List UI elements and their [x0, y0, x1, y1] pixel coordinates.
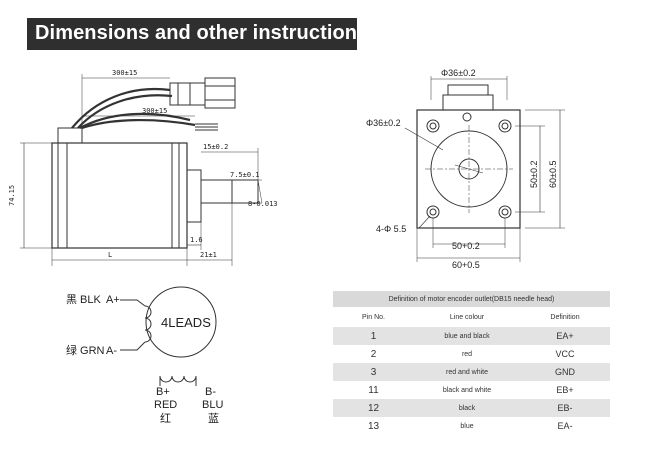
table-row: 3 red and white GND [333, 363, 610, 381]
pin-cell: 11 [368, 384, 379, 396]
red-label: RED [154, 399, 177, 411]
colour-cell: black and white [442, 386, 492, 394]
tail-label: 21±1 [200, 251, 217, 259]
table-row: 12 black EB- [333, 399, 610, 417]
blu-cn-label: 蓝 [208, 412, 219, 425]
shaft-length-label: 15±0.2 [203, 143, 228, 151]
pin-cell: 1 [370, 330, 377, 342]
b-minus-label: B- [205, 386, 216, 398]
front-view-drawing [404, 76, 565, 262]
colour-cell: blue and black [444, 332, 490, 340]
key-label: 7.5±0.1 [230, 171, 260, 179]
circle-label: 4LEADS [161, 315, 211, 330]
side-view-drawing [20, 74, 263, 266]
header-colour: Line colour [449, 313, 485, 321]
height-label: 74.15 [8, 185, 16, 206]
definition-cell: EB- [557, 403, 573, 413]
table-row: 1 blue and black EA+ [333, 327, 610, 345]
flange-label: 1.6 [190, 236, 203, 244]
vertical-inner-label: 50±0.2 [529, 161, 539, 188]
shaft-diameter-label: 8-0.013 [248, 200, 278, 208]
table-row: 11 black and white EB+ [333, 381, 610, 399]
left-diameter-label: Φ36±0.2 [366, 118, 401, 128]
encoder-table: Definition of motor encoder outlet(DB15 … [333, 291, 610, 435]
bottom-outer-label: 60+0.5 [452, 260, 480, 270]
colour-cell: black [458, 404, 476, 412]
cable-length-1-label: 300±15 [112, 69, 137, 77]
header-pin: Pin No. [362, 313, 385, 321]
a-minus-label: A- [106, 345, 117, 357]
pin-cell: 2 [370, 348, 377, 360]
table-row: 2 red VCC [333, 345, 610, 363]
vertical-outer-label: 60±0.5 [548, 161, 558, 188]
pin-cell: 12 [367, 402, 380, 414]
length-label: L [108, 251, 112, 259]
red-cn-label: 红 [160, 412, 171, 425]
definition-cell: GND [555, 367, 575, 377]
definition-cell: EA+ [556, 331, 574, 341]
green-wire-label: 绿 GRN [66, 343, 105, 357]
b-plus-label: B+ [156, 386, 170, 398]
definition-cell: VCC [555, 349, 575, 359]
colour-cell: red [461, 350, 473, 358]
bottom-inner-label: 50+0.2 [452, 241, 480, 251]
a-plus-label: A+ [106, 294, 120, 306]
cable-length-2-label: 300±15 [142, 107, 167, 115]
wiring-diagram [120, 286, 217, 386]
table-header-row: Pin No. Line colour Definition [333, 307, 610, 327]
page-title: Dimensions and other instructions [35, 22, 369, 44]
colour-cell: blue [460, 422, 474, 430]
header-definition: Definition [550, 313, 580, 321]
holes-label: 4-Φ 5.5 [376, 224, 406, 234]
header-bar: Dimensions and other instructions [27, 18, 368, 50]
pin-cell: 13 [367, 420, 380, 432]
black-wire-label: 黑 BLK [66, 293, 102, 306]
definition-cell: EB+ [556, 385, 574, 395]
definition-cell: EA- [557, 421, 573, 431]
pin-cell: 3 [370, 366, 377, 378]
top-diameter-label: Φ36±0.2 [441, 68, 476, 78]
table-title: Definition of motor encoder outlet(DB15 … [333, 291, 610, 307]
colour-cell: red and white [445, 368, 489, 376]
blu-label: BLU [202, 399, 223, 411]
table-row: 13 blue EA- [333, 417, 610, 435]
